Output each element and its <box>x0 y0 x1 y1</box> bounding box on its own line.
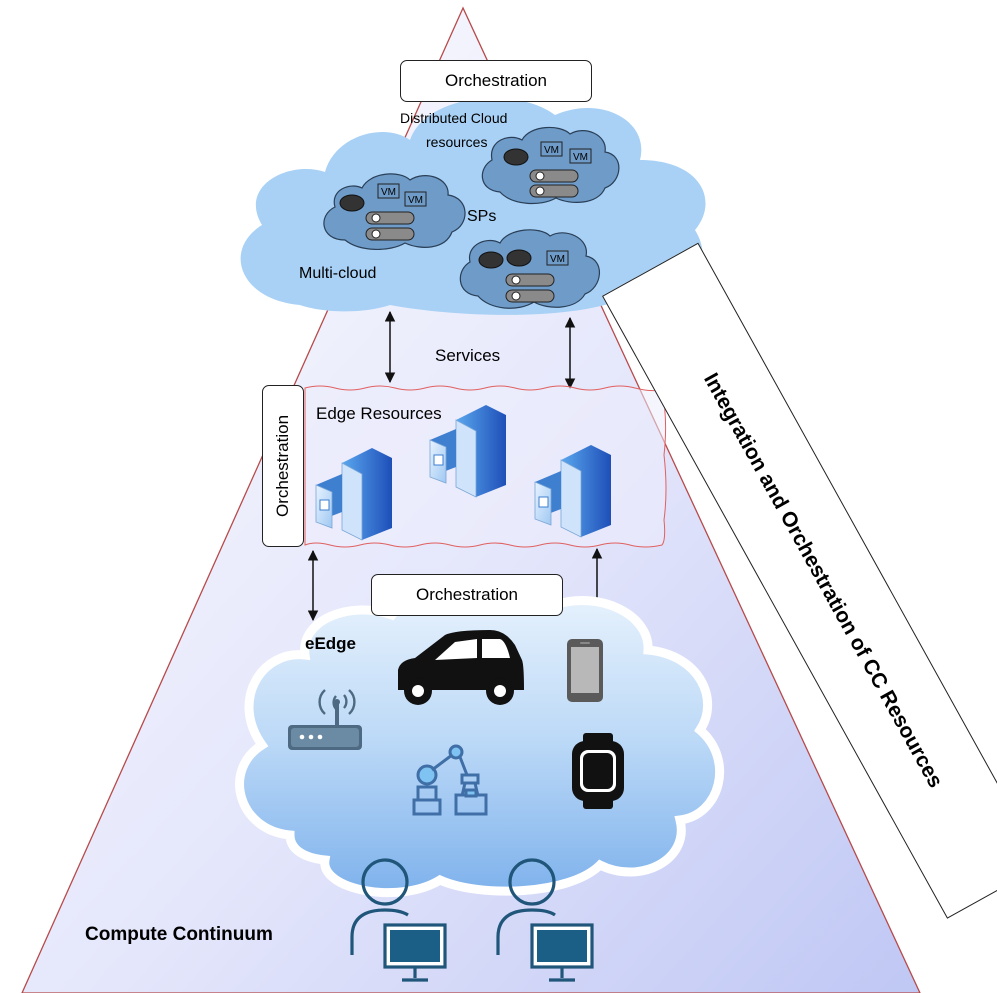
orchestration-label-left: Orchestration <box>273 414 292 518</box>
smartwatch-icon <box>572 733 624 809</box>
user-computer-icon-1 <box>350 858 447 982</box>
svg-text:VM: VM <box>550 254 565 265</box>
sps-label: SPs <box>467 208 497 225</box>
multi-cloud-label: Multi-cloud <box>299 265 377 282</box>
svg-text:VM: VM <box>573 152 588 163</box>
orchestration-box-top: Orchestration <box>400 60 592 102</box>
orchestration-label-top: Orchestration <box>444 71 548 90</box>
resources-label: resources <box>426 134 488 150</box>
smartphone-icon <box>567 639 603 702</box>
orchestration-box-left: Orchestration <box>262 385 304 547</box>
car-icon <box>398 630 524 705</box>
user-computer-icon-2 <box>496 858 594 982</box>
edge-server-3 <box>534 445 611 538</box>
distributed-cloud-label: Distributed Cloud <box>400 110 508 126</box>
sp-cloud-left: VM VM <box>323 173 466 251</box>
vm-label: VM <box>381 187 396 198</box>
svg-text:VM: VM <box>544 145 559 156</box>
services-label: Services <box>435 346 501 365</box>
compute-continuum-label: Compute Continuum <box>85 924 273 945</box>
edge-server-1 <box>315 448 392 541</box>
orchestration-label-bottom: Orchestration <box>415 585 519 604</box>
eedge-label: eEdge <box>305 634 357 653</box>
orchestration-box-bottom: Orchestration <box>371 574 563 616</box>
robot-arm-icon <box>412 744 488 816</box>
edge-resources-label: Edge Resources <box>316 404 442 423</box>
sp-cloud-top-right: VM VM <box>481 126 620 205</box>
edge-server-2 <box>429 405 506 498</box>
vm-label: VM <box>408 195 423 206</box>
sp-cloud-bottom-right: VM <box>459 229 601 309</box>
router-icon <box>288 689 362 750</box>
